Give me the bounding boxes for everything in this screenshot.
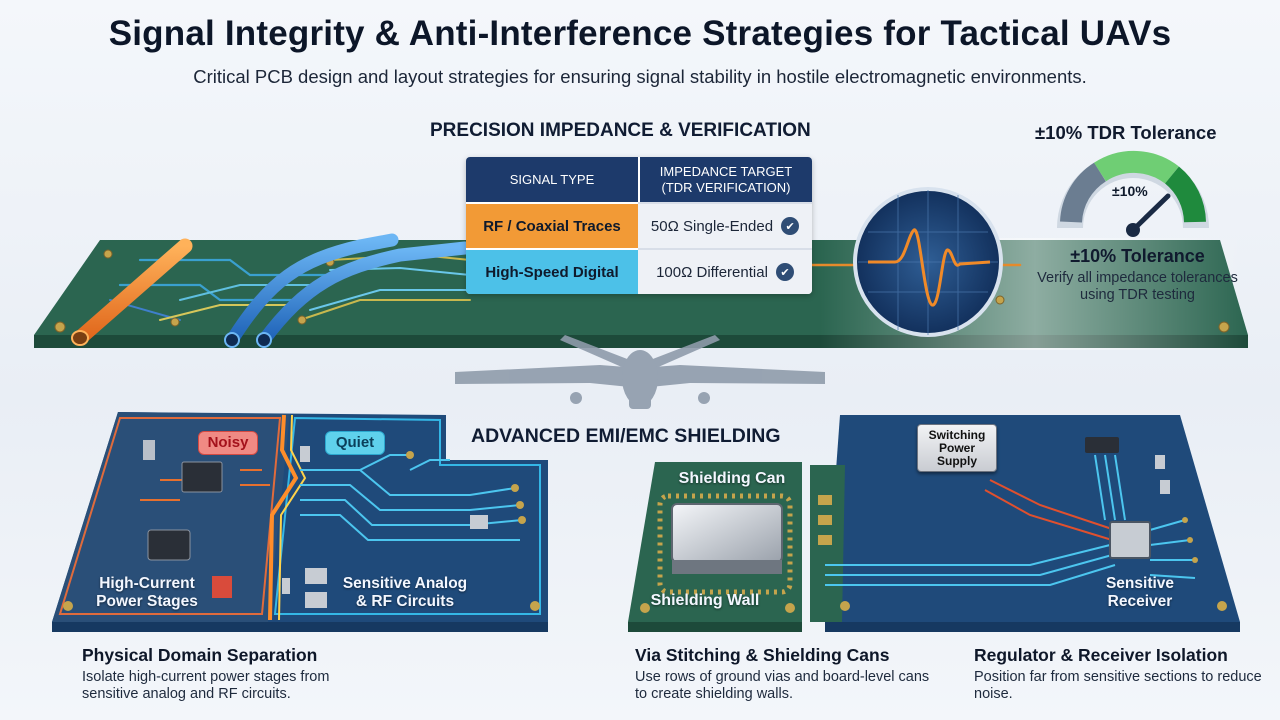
digital-target-value: 100Ω Differential	[656, 263, 768, 281]
coax-trace-pipe	[72, 238, 193, 346]
table-row-digital-target: 100Ω Differential ✔	[638, 248, 812, 294]
table-header-impedance-target: IMPEDANCE TARGET (TDR VERIFICATION)	[638, 157, 812, 202]
isolation-caption-desc: Position far from sensitive sections to …	[974, 669, 1262, 702]
rf-target-value: 50Ω Single-Ended	[650, 217, 774, 235]
tdr-waveform-scope	[853, 187, 1003, 337]
check-icon: ✔	[775, 263, 794, 281]
emi-section-title: ADVANCED EMI/EMC SHIELDING	[471, 425, 781, 447]
page-subtitle: Critical PCB design and layout strategie…	[193, 66, 1087, 87]
gauge-center-label: ±10%	[1112, 183, 1148, 199]
shielding-caption-title: Via Stitching & Shielding Cans	[635, 645, 890, 665]
tolerance-description: Verify all impedance tolerances using TD…	[1037, 270, 1238, 303]
table-row-rf-type: RF / Coaxial Traces	[466, 202, 638, 248]
shielding-can-board	[628, 462, 802, 632]
domain-separation-board	[52, 412, 548, 632]
table-header-signal-type: SIGNAL TYPE	[466, 157, 638, 202]
shielding-can-label: Shielding Can	[678, 470, 786, 487]
check-icon: ✔	[781, 217, 800, 235]
tdr-waveform-line	[868, 228, 991, 307]
sensitive-receiver-label: Sensitive Receiver	[1105, 575, 1175, 610]
page-title: Signal Integrity & Anti-Interference Str…	[108, 14, 1172, 53]
shielding-caption-desc: Use rows of ground vias and board-level …	[635, 669, 930, 702]
uav-silhouette	[455, 335, 825, 409]
impedance-table: SIGNAL TYPE IMPEDANCE TARGET (TDR VERIFI…	[466, 157, 812, 294]
impedance-section-title: PRECISION IMPEDANCE & VERIFICATION	[430, 120, 811, 141]
noisy-badge: Noisy	[198, 431, 258, 455]
switching-power-supply-chip: Switching Power Supply	[917, 424, 997, 472]
quiet-badge: Quiet	[325, 431, 385, 455]
gauge-needle	[1130, 193, 1171, 233]
gauge-title: ±10% TDR Tolerance	[1035, 122, 1217, 143]
separation-caption-title: Physical Domain Separation	[82, 645, 318, 665]
tolerance-gauge	[1057, 150, 1209, 237]
table-row-rf-target: 50Ω Single-Ended ✔	[638, 202, 812, 248]
diff-pair-pipe-2	[257, 241, 472, 347]
diff-pair-pipe-1	[225, 233, 399, 347]
tolerance-title: ±10% Tolerance	[1070, 246, 1205, 266]
separation-caption-desc: Isolate high-current power stages from s…	[82, 669, 330, 702]
shielding-wall-label: Shielding Wall	[650, 592, 760, 609]
high-current-label: High-Current Power Stages	[96, 575, 198, 610]
sensitive-analog-label: Sensitive Analog & RF Circuits	[342, 575, 468, 610]
isolation-caption-title: Regulator & Receiver Isolation	[974, 645, 1228, 665]
table-row-digital-type: High-Speed Digital	[466, 248, 638, 294]
